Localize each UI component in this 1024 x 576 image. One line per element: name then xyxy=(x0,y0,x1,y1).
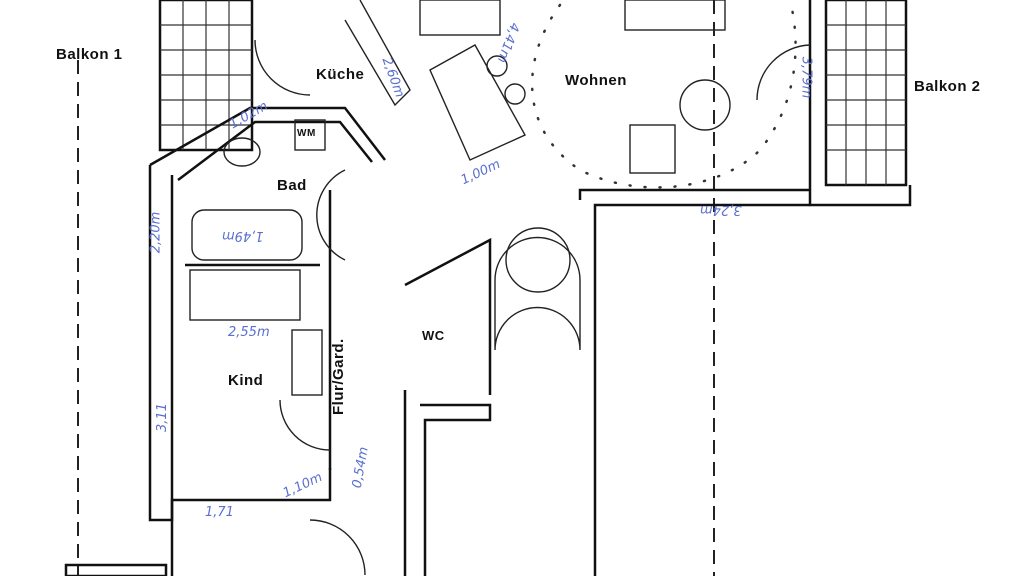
room-label-kueche: Küche xyxy=(316,66,365,83)
measurement: 2,20m xyxy=(148,211,164,254)
measurement: 2,55m xyxy=(228,325,270,340)
room-label-bad: Bad xyxy=(277,177,307,194)
walls xyxy=(64,0,811,576)
balkon-2-tiles xyxy=(808,0,912,207)
dining-area-outline xyxy=(530,0,797,189)
measurement: 3,79m xyxy=(798,56,814,99)
room-label-kind: Kind xyxy=(228,372,264,389)
measurement: 3,11 xyxy=(154,403,170,432)
washing-machine-label: WM xyxy=(297,128,316,139)
measurement: 3,24m xyxy=(700,202,742,217)
measurement: 1,49m xyxy=(222,228,264,243)
room-label-balkon-2: Balkon 2 xyxy=(914,78,981,95)
room-label-flur: Flur/Gard. xyxy=(330,338,347,415)
measurement: 1,71 xyxy=(205,505,234,520)
balkon-1-tiles xyxy=(158,0,254,152)
room-label-balkon-1: Balkon 1 xyxy=(56,46,123,63)
room-label-wohnen: Wohnen xyxy=(565,72,627,89)
room-label-wc: WC xyxy=(422,328,445,343)
